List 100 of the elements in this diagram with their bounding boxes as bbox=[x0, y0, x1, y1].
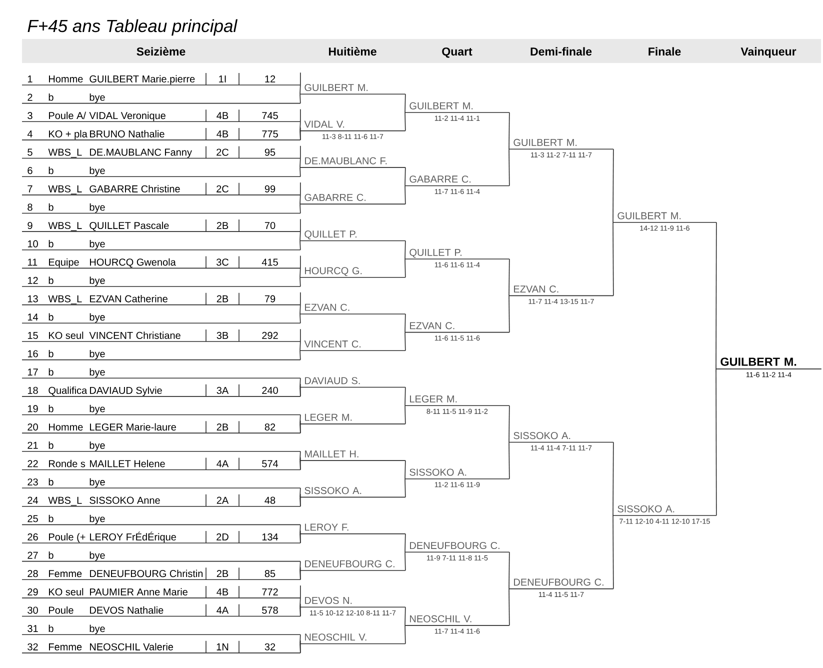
player-name: DEVOS Nathalie bbox=[90, 606, 164, 614]
bracket-line bbox=[300, 488, 301, 498]
club-name: WBS_L bbox=[48, 496, 82, 506]
bracket-line bbox=[300, 84, 301, 95]
club-name: WBS_L bbox=[48, 295, 82, 304]
bracket-line bbox=[300, 94, 301, 104]
bracket-entry: DENEUFBOURG C. bbox=[404, 542, 510, 553]
seed-number: 3 bbox=[28, 112, 32, 120]
bracket-line bbox=[300, 634, 301, 644]
player-name: HOURCQ Gwenola bbox=[90, 258, 176, 268]
column-heading: Huitième bbox=[329, 47, 376, 56]
bracket-line bbox=[300, 524, 301, 534]
seed-number: 23 bbox=[28, 478, 38, 486]
bracket-entry: GUILBERT M. bbox=[612, 212, 717, 223]
bracket-entry: LEGER M. bbox=[300, 414, 406, 424]
club-name: b bbox=[48, 166, 54, 174]
bracket-line bbox=[300, 240, 301, 250]
bracket-entry: QUILLET P. bbox=[300, 230, 406, 242]
player-name: EZVAN Catherine bbox=[90, 295, 168, 302]
seed-number: 28 bbox=[28, 570, 38, 578]
seed-number: 4 bbox=[27, 130, 32, 138]
club-name: b bbox=[48, 404, 54, 412]
club-name: WBS_L bbox=[48, 148, 82, 158]
points-value: 82 bbox=[264, 424, 276, 431]
bracket-line bbox=[300, 314, 301, 324]
bracket-line bbox=[300, 643, 301, 654]
bracket-line bbox=[508, 112, 510, 150]
bracket-line bbox=[300, 496, 301, 507]
seed-number: 32 bbox=[28, 643, 38, 650]
player-name: bye bbox=[90, 551, 105, 561]
bracket-line bbox=[404, 112, 406, 132]
club-name: Qualifica bbox=[48, 386, 88, 396]
bracket-line bbox=[300, 350, 301, 360]
seed-number: 19 bbox=[28, 405, 38, 412]
bracket-entry: DEVOS N. bbox=[300, 596, 406, 608]
bracket-line bbox=[508, 405, 510, 443]
points-value: 134 bbox=[262, 533, 278, 540]
player-name: LEGER Marie-laure bbox=[90, 423, 176, 431]
player-name: bye bbox=[90, 240, 105, 250]
bracket-line bbox=[508, 442, 510, 480]
bracket-line bbox=[300, 268, 301, 278]
club-name: KO seul bbox=[49, 588, 84, 596]
club-name: WBS_L bbox=[48, 222, 82, 231]
bracket-entry: GUILBERT M. bbox=[404, 102, 510, 113]
bracket-line bbox=[404, 606, 406, 626]
seed-number: 29 bbox=[28, 588, 38, 596]
ranking-code: 4B bbox=[216, 130, 228, 138]
seed-number: 16 bbox=[28, 350, 38, 358]
bracket-line bbox=[300, 451, 301, 461]
points-value: 578 bbox=[262, 606, 278, 614]
bracket-entry: HOURCQ G. bbox=[300, 267, 406, 278]
player-name: SISSOKO Anne bbox=[90, 496, 160, 504]
player-name: bye bbox=[90, 93, 105, 103]
bracket-entry: LEROY F. bbox=[300, 524, 406, 534]
player-name: bye bbox=[90, 478, 105, 488]
bracket-line bbox=[300, 598, 301, 608]
bracket-entry: GABARRE C. bbox=[404, 176, 510, 186]
bracket-line bbox=[300, 158, 301, 168]
player-name: DE.MAUBLANC Fanny bbox=[90, 148, 192, 158]
ranking-code: 2B bbox=[216, 570, 228, 578]
ranking-code: 2C bbox=[216, 185, 228, 192]
bracket-line bbox=[300, 386, 301, 397]
ranking-code: 2D bbox=[216, 533, 228, 540]
player-name: bye bbox=[90, 404, 105, 414]
bracket-entry: NEOSCHIL V. bbox=[300, 634, 406, 644]
player-name: QUILLET Pascale bbox=[90, 222, 169, 231]
bracket-line bbox=[300, 560, 301, 571]
ranking-code: 4A bbox=[216, 606, 229, 614]
bracket-line bbox=[300, 276, 301, 287]
bracket-line bbox=[508, 552, 510, 590]
seed-number: 27 bbox=[28, 552, 38, 559]
player-name: bye bbox=[90, 442, 105, 451]
seed-number: 30 bbox=[28, 606, 38, 614]
club-name: b bbox=[48, 240, 54, 248]
ranking-code: 4B bbox=[216, 588, 228, 596]
club-name: Ronde s bbox=[49, 460, 86, 468]
bracket-entry: DENEUFBOURG C. bbox=[508, 578, 614, 590]
player-name: bye bbox=[90, 203, 105, 213]
bracket-entry: DE.MAUBLANC F. bbox=[300, 157, 406, 168]
club-name: b bbox=[48, 93, 54, 101]
club-name: Homme bbox=[49, 76, 83, 82]
bracket-line bbox=[300, 194, 301, 204]
points-value: 32 bbox=[264, 643, 276, 650]
club-name: WBS_L bbox=[48, 185, 82, 194]
ranking-code: 2B bbox=[216, 295, 228, 302]
seed-number: 14 bbox=[28, 314, 38, 321]
club-name: Poule A/ bbox=[49, 112, 86, 120]
bracket-entry: GUILBERT M. bbox=[716, 358, 822, 370]
bracket-entry: EZVAN C. bbox=[300, 304, 406, 314]
bracket-line bbox=[508, 148, 510, 186]
bracket-line bbox=[612, 442, 614, 516]
seed-number: 7 bbox=[28, 185, 32, 192]
ranking-code: 4B bbox=[216, 112, 228, 120]
points-value: 415 bbox=[262, 258, 278, 266]
club-name: b bbox=[48, 276, 54, 284]
bracket-line bbox=[404, 386, 406, 406]
club-name: Femme bbox=[49, 570, 82, 578]
points-value: 85 bbox=[264, 570, 276, 578]
player-name: GABARRE Christine bbox=[90, 185, 180, 192]
points-value: 240 bbox=[262, 386, 278, 394]
